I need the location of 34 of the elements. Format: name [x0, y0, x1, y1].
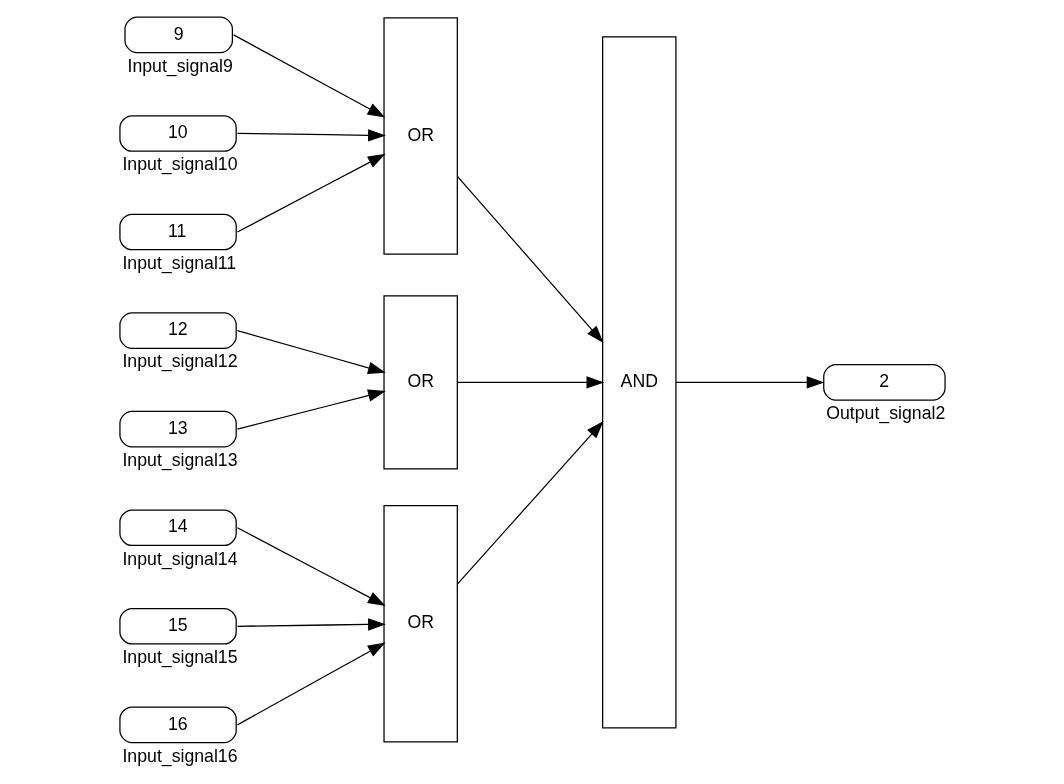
node-box: 14	[118, 508, 237, 546]
node-label: Output_signal2	[825, 402, 945, 423]
arrow	[236, 128, 386, 141]
arrow	[456, 420, 604, 584]
node-label: Input_signal10	[121, 153, 238, 174]
node-box: AND	[601, 35, 677, 729]
node-label: Input_signal13	[121, 449, 238, 470]
node-box: 13	[118, 410, 237, 447]
arrow	[236, 388, 386, 430]
node-box: OR	[382, 504, 458, 742]
node-box: 12	[118, 311, 237, 349]
arrow	[456, 175, 604, 343]
node-label: Input_signal15	[121, 646, 238, 667]
arrow	[236, 642, 386, 725]
node-box: 16	[118, 706, 237, 743]
node-box: OR	[382, 294, 458, 470]
node-label: Input_signal11	[121, 252, 236, 273]
node-box: 2	[822, 363, 946, 401]
node-label: Input_signal14	[121, 548, 238, 569]
arrow	[236, 526, 386, 606]
node-label: Input_signal12	[121, 350, 238, 371]
arrow	[236, 617, 386, 631]
arrow	[236, 329, 386, 374]
node-label: Input_signal16	[121, 745, 238, 766]
arrow	[674, 375, 824, 389]
node-box: 10	[118, 114, 237, 152]
arrow	[236, 153, 386, 233]
node-box: 9	[123, 16, 233, 53]
node-box: 15	[118, 607, 237, 645]
arrow	[232, 33, 385, 117]
node-box: 11	[118, 213, 237, 250]
node-label: Input_signal9	[127, 55, 233, 76]
node-box: OR	[382, 16, 458, 255]
arrow	[456, 375, 604, 389]
